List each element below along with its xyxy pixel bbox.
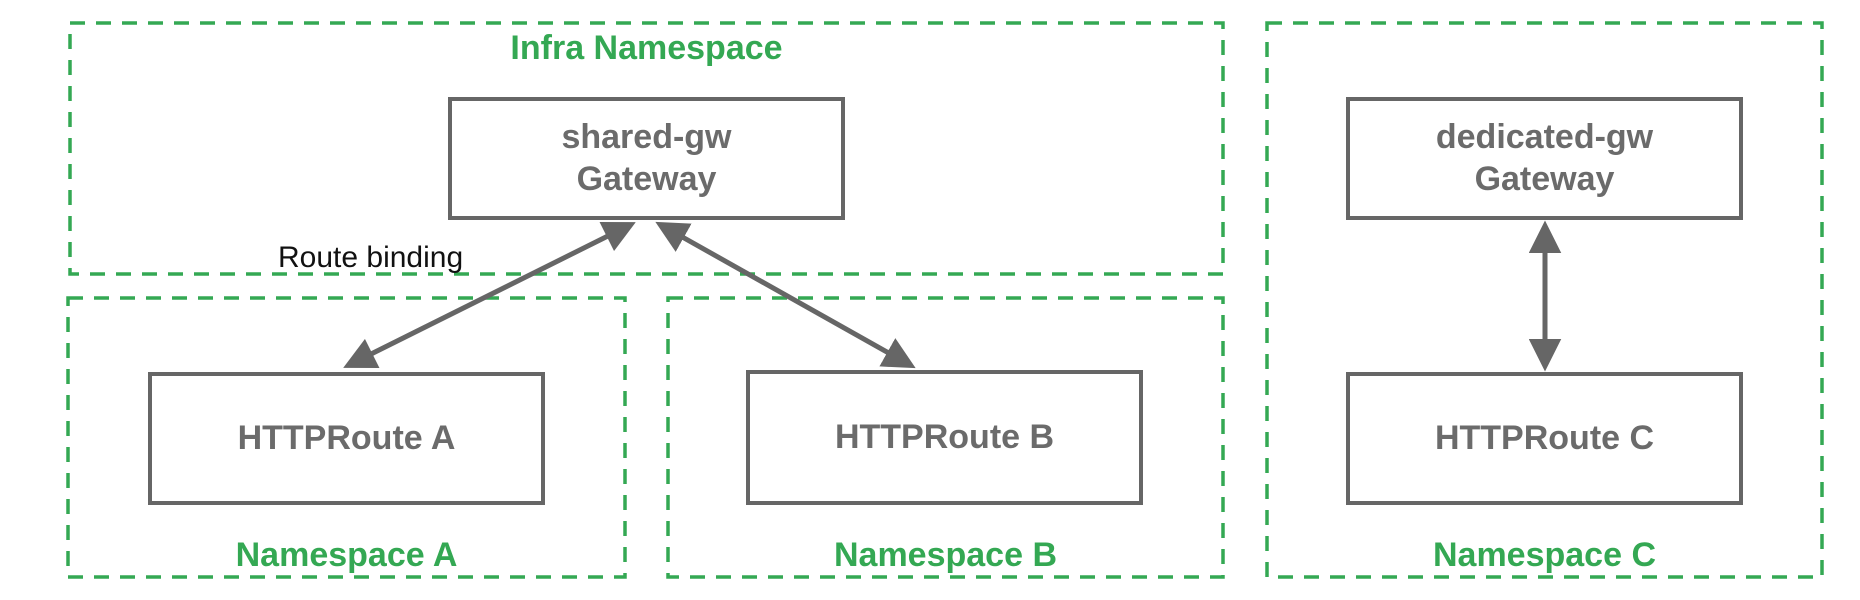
node-httproute-b-label: HTTPRoute B (834, 417, 1055, 456)
namespace-c-border (1265, 21, 1824, 579)
namespace-c-label: Namespace C (1432, 536, 1656, 574)
node-shared-gw-name: shared-gw (561, 118, 732, 157)
node-httproute-a: HTTPRoute A (148, 372, 545, 505)
namespace-infra-label: Infra Namespace (510, 29, 783, 67)
node-shared-gw-gateway: shared-gw Gateway (448, 97, 845, 220)
node-httproute-c: HTTPRoute C (1346, 372, 1743, 505)
route-binding-annotation: Route binding (278, 241, 464, 274)
connection-shared-gw-route-a (343, 222, 636, 368)
namespace-b-label: Namespace B (833, 536, 1057, 574)
namespace-a-label: Namespace A (235, 536, 458, 574)
node-httproute-c-label: HTTPRoute C (1434, 418, 1655, 457)
node-httproute-b: HTTPRoute B (746, 370, 1143, 505)
node-dedicated-gw-kind: Gateway (1474, 159, 1615, 198)
node-dedicated-gw-name: dedicated-gw (1435, 118, 1654, 157)
connection-shared-gw-route-b (655, 221, 916, 369)
namespace-infra-border (68, 21, 1225, 276)
node-httproute-a-label: HTTPRoute A (237, 418, 456, 457)
node-shared-gw-kind: Gateway (576, 159, 717, 198)
node-dedicated-gw-gateway: dedicated-gw Gateway (1346, 97, 1743, 220)
